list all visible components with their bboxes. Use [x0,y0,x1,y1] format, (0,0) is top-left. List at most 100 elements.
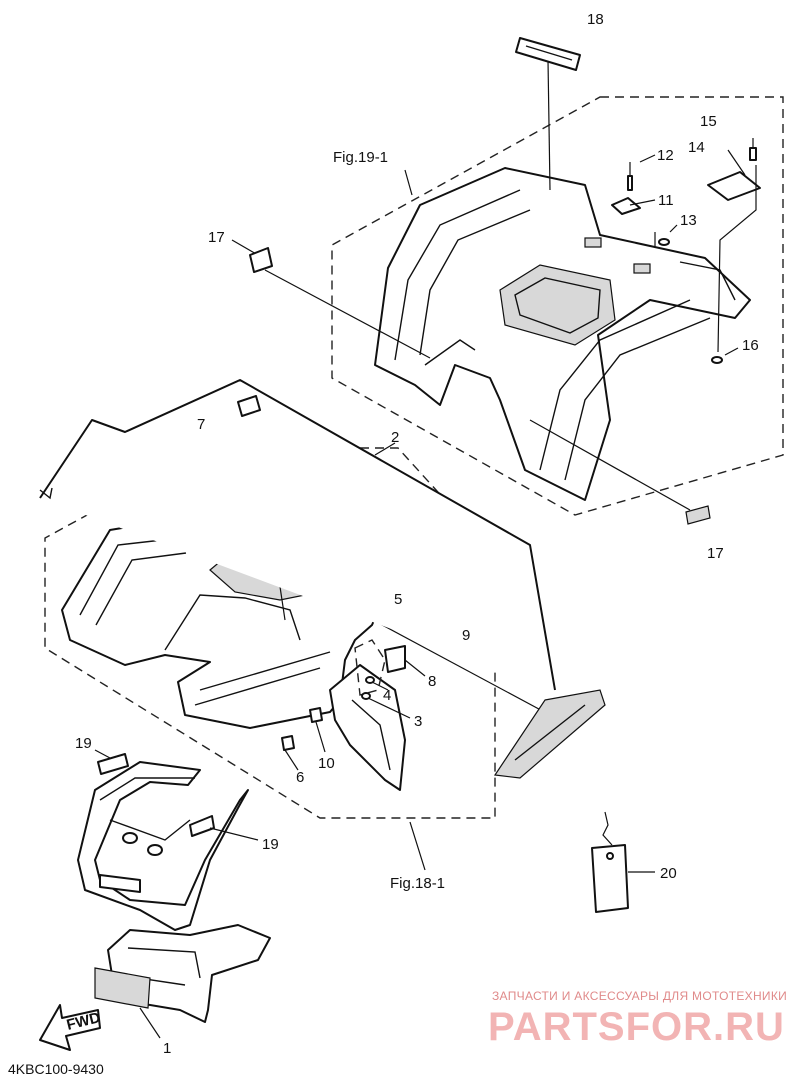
bumper-mount-1 [122,832,138,844]
callout-6: 6 [296,769,304,786]
leader-4 [371,681,389,691]
callout-3: 3 [414,713,422,730]
leader-1 [139,1007,161,1039]
reflector-plate-11 [611,197,641,215]
bracket-8 [384,645,406,673]
leader-13 [669,224,678,233]
leader-18 [547,59,551,191]
screw-15 [749,147,757,161]
bumper-top-tube [99,777,195,801]
watermark-brand: PARTSFOR.RU [488,1005,785,1049]
tag-20-string [602,811,613,846]
figure-ref-front: Fig.18-1 [390,875,445,892]
bumper-cross-brace [109,819,191,841]
callout-1: 1 [163,1040,171,1057]
skid-plate-edge [127,947,201,979]
rear-fender-ridge-left-2 [419,209,531,356]
callout-19-upper: 19 [75,735,92,752]
front-fender-ridge-left-2 [95,552,187,626]
rear-fender-dashed-boundary [331,96,784,516]
callout-4: 4 [383,687,391,704]
leader-11 [629,199,656,206]
bumper-reflector [99,874,141,893]
front-decals [39,379,606,779]
callout-9: 9 [462,627,470,644]
callout-11: 11 [658,192,674,209]
front-skid-plate [107,924,271,1023]
label-1 [94,967,151,1009]
watermark-tagline: ЗАПЧАСТИ И АКСЕССУАРЫ ДЛЯ МОТОТЕХНИКИ [492,989,787,1003]
label-19a [97,753,129,775]
rear-fender-ridge-right [539,299,691,471]
leader-15-16 [717,165,757,353]
grommet-13 [658,238,670,246]
leader-19b [209,827,259,841]
callout-5: 5 [394,591,402,608]
leader-2 [374,442,396,456]
emblem-decal-lettering [514,704,586,761]
callout-17-lower: 17 [707,545,724,562]
fastener-outline [354,639,386,696]
callout-20: 20 [660,865,677,882]
bolt-12 [627,175,633,191]
front-guard-group [77,749,271,1039]
leader-6 [284,749,299,771]
callout-2: 2 [391,429,399,446]
decal-sheet-outline [39,379,556,691]
callout-17-upper: 17 [208,229,225,246]
leader-17b [529,419,691,511]
callout-labels: 18 15 12 14 11 13 16 17 17 7 2 5 9 8 4 3… [75,11,759,1057]
front-fender-ridge-right-2 [199,651,331,691]
tag-group [591,811,655,913]
forward-arrow: FWD [39,1004,102,1051]
rear-fender-tab-2 [633,263,651,274]
leader-12 [639,154,656,163]
front-mud-flap [329,664,406,791]
decal-18-lettering [525,45,573,61]
front-fender-center-crease [164,594,301,651]
screw-6 [281,735,295,751]
leader-fig18 [409,821,426,871]
fwd-arrow-icon [39,1004,101,1051]
emblem-decal [493,689,606,779]
screw-10 [309,707,323,723]
washer-3 [361,692,371,700]
rear-fender-ridge-left [394,189,521,361]
callout-15: 15 [700,113,717,130]
leader-19a [94,749,111,759]
callout-7: 7 [197,416,205,433]
label-17a [249,247,273,273]
rear-storage-box-inner [514,277,601,334]
leader-3 [367,697,411,719]
callout-8: 8 [428,673,436,690]
front-fender-ridge-right [194,667,321,706]
leader-10 [315,721,326,753]
callout-13: 13 [680,212,697,229]
plate-14 [707,171,761,201]
leader-fig19 [404,169,413,196]
bumper-mount-2 [147,844,163,856]
label-17b [685,505,711,525]
rear-fender-tab-1 [584,237,602,248]
tag-20-hole [606,852,614,860]
rear-hardware [231,59,761,511]
rear-fender-lower-edge [424,339,476,366]
label-7 [237,395,261,417]
rear-fender-ridge-right-2 [564,317,711,481]
decal-18 [515,37,581,71]
rear-fender-group [331,96,784,516]
leader-17a-to-fender [264,269,431,359]
leader-17a [231,239,259,256]
tag-20 [591,844,629,913]
rear-decals [249,37,711,525]
leader-8 [404,659,426,677]
callout-18: 18 [587,11,604,28]
callout-10: 10 [318,755,335,772]
decal-sheet-corner [39,487,53,500]
callout-19-lower: 19 [262,836,279,853]
callout-14: 14 [688,139,705,156]
bumper-side-plate [189,815,215,837]
washer-4 [365,676,375,684]
